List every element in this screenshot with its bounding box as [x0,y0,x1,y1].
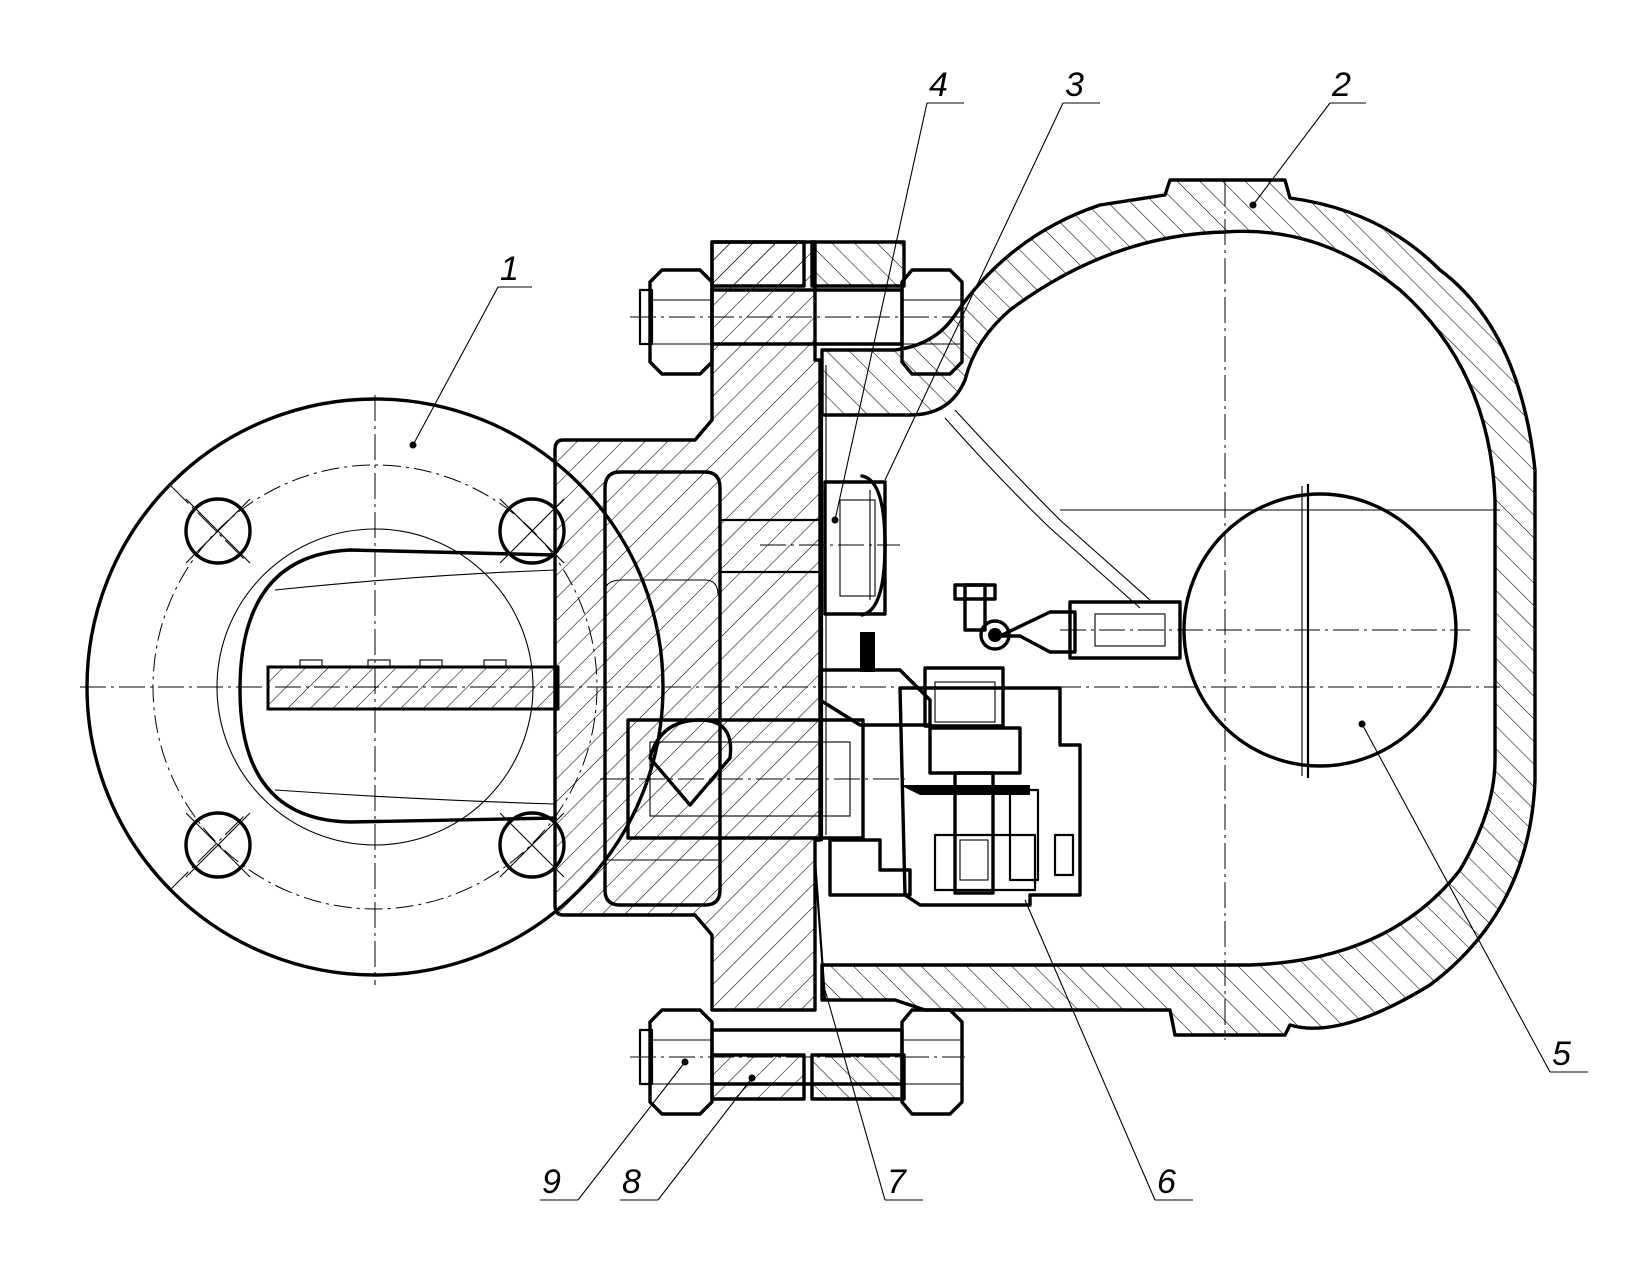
callout-2: 2 [1249,66,1366,209]
callouts: 1 2 3 4 5 [409,66,1588,1201]
callout-5: 5 [1358,720,1588,1073]
valve-seat-insert [626,718,865,840]
callout-label-4: 4 [929,66,948,104]
gasket-part-7 [813,358,827,1001]
callout-label-3: 3 [1065,66,1084,104]
callout-label-9: 9 [542,1163,561,1201]
callout-label-6: 6 [1157,1163,1176,1201]
body-casting [553,240,822,1012]
inlet-passage-outline [238,548,557,824]
callout-1: 1 [409,250,532,449]
strainer-rib [266,665,560,711]
callout-9: 9 [540,1058,689,1201]
rib-slots [299,659,507,669]
callout-label-2: 2 [1331,66,1351,104]
valve-mechanism-part-6 [818,583,1082,907]
valve-body-section [553,240,905,1012]
callout-7: 7 [824,989,923,1201]
callout-label-1: 1 [500,250,519,288]
callout-label-8: 8 [622,1163,641,1201]
part-4-seat-body [823,480,887,616]
cover-shell [820,178,1537,1037]
callout-3: 3 [884,66,1100,481]
ball-valve [648,718,733,807]
ball-float-part-5 [1060,484,1470,778]
check-valve-parts-3-4 [760,474,900,617]
callout-label-5: 5 [1552,1035,1571,1073]
cover-flange [710,240,906,1101]
port-bore [718,518,822,574]
float-cover-part-2 [820,178,1537,1040]
callout-6: 6 [1024,899,1193,1201]
float-lever [979,600,1182,660]
callout-8: 8 [620,1074,756,1201]
body-inner-cavity [603,470,722,907]
callout-4: 4 [831,66,964,524]
callout-label-7: 7 [887,1163,907,1201]
nuts-part-9 [638,268,964,1116]
